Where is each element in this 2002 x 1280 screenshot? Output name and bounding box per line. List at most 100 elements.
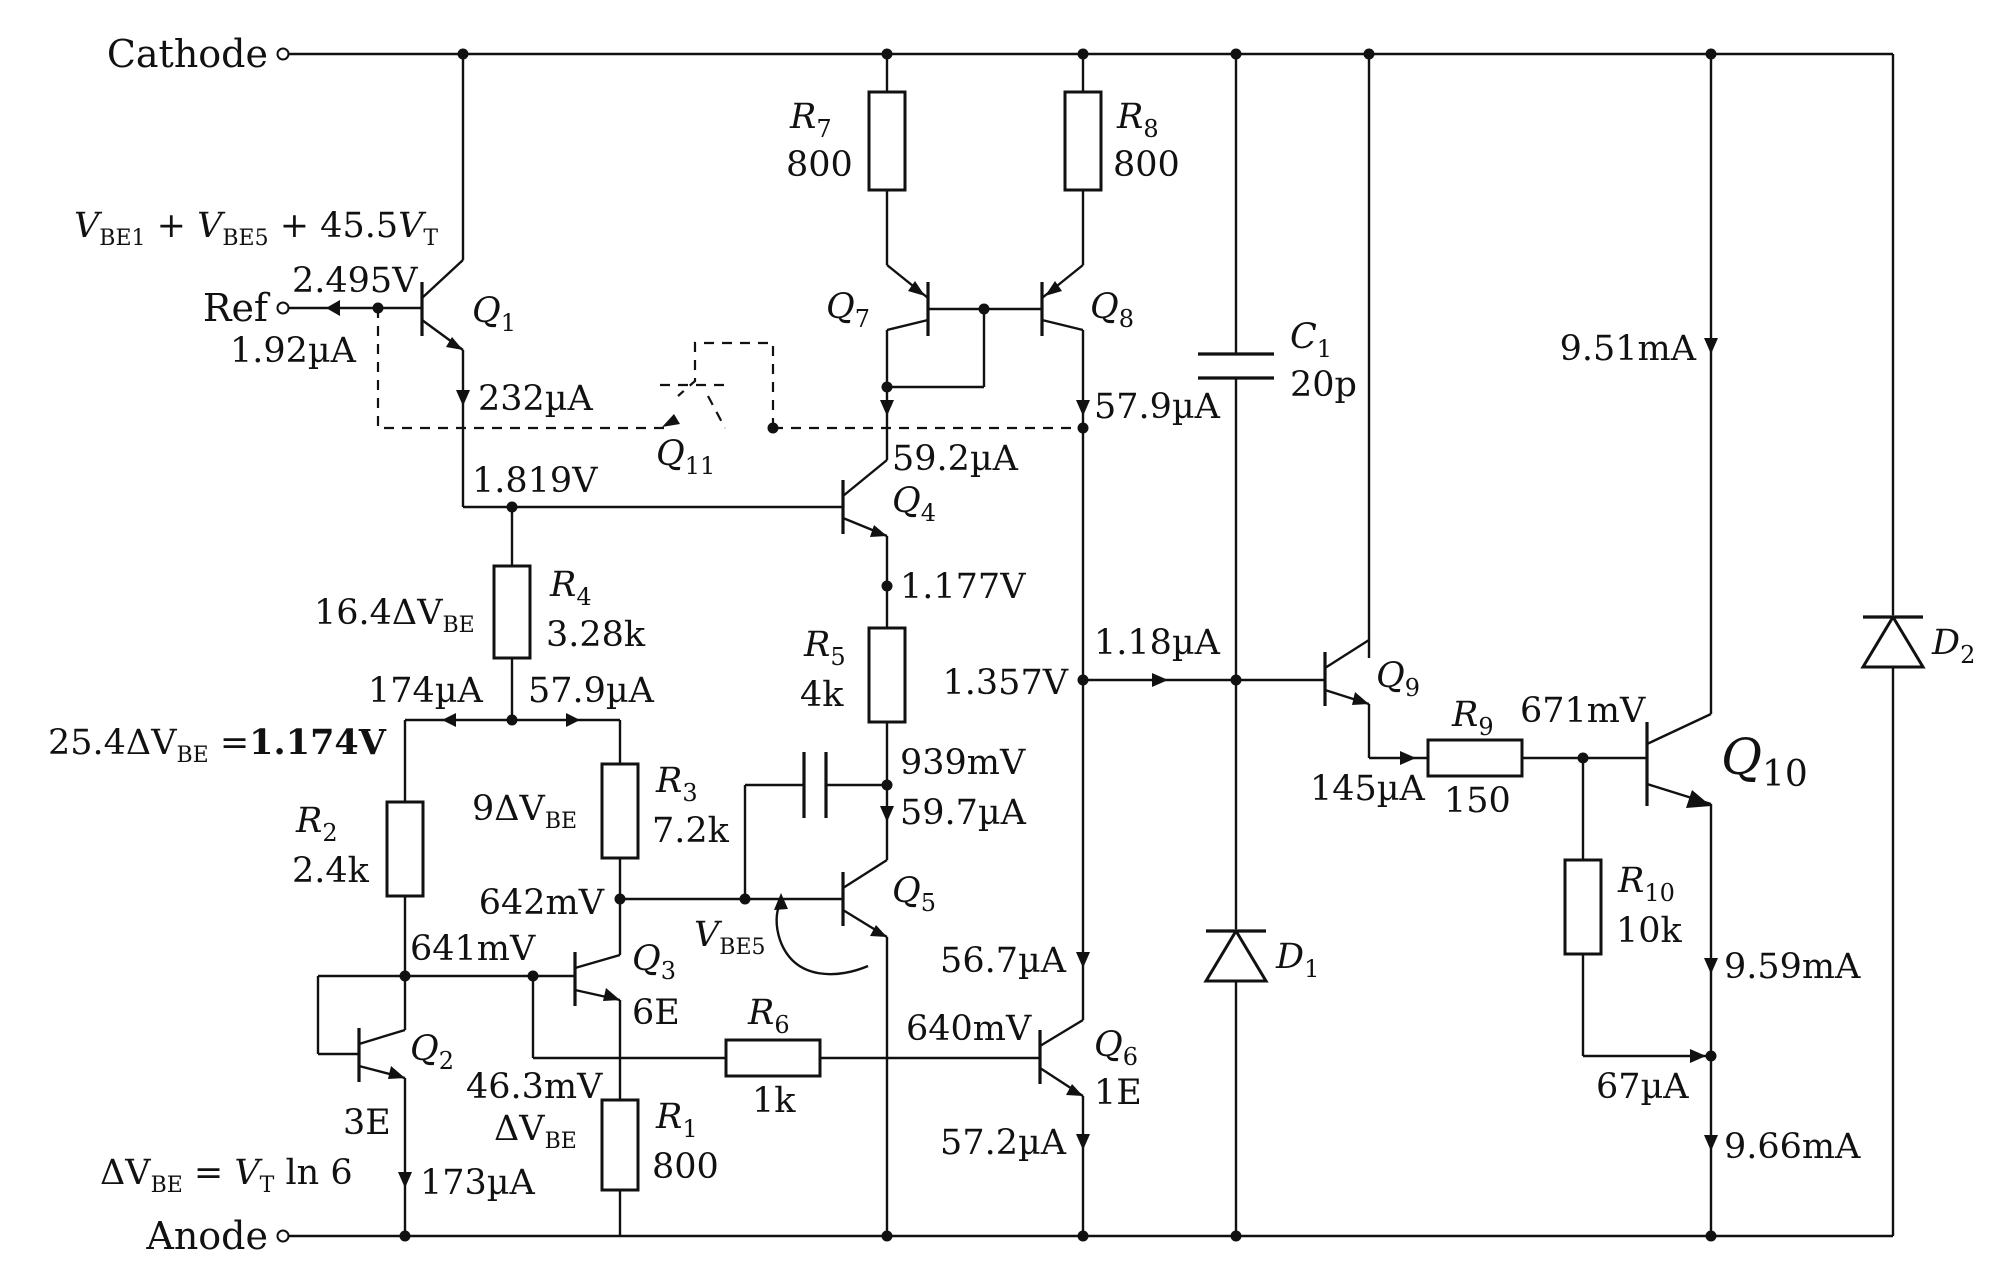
anode-current-arrow bbox=[1704, 1135, 1718, 1151]
q6-out-arrow bbox=[1076, 1134, 1090, 1150]
d1-label: D1 bbox=[1275, 937, 1319, 983]
q8-current: 57.9µA bbox=[1094, 387, 1221, 427]
r1-multiple: ΔVBE bbox=[494, 1109, 577, 1154]
q9-base-voltage: 1.357V bbox=[943, 663, 1069, 703]
r4-body bbox=[492, 564, 532, 660]
cathode-label: Cathode bbox=[107, 32, 268, 76]
r4-value: 3.28k bbox=[546, 615, 646, 655]
wires bbox=[287, 52, 1895, 1238]
transistor-q6 bbox=[1038, 1018, 1084, 1098]
r3-multiple: 9ΔVBE bbox=[472, 789, 577, 834]
q4-emitter-voltage: 1.177V bbox=[900, 567, 1026, 607]
anode-terminal bbox=[276, 1229, 290, 1243]
q6-base-voltage: 640mV bbox=[906, 1009, 1032, 1049]
capacitor-miller bbox=[802, 752, 828, 818]
resistor-bodies bbox=[385, 90, 1603, 1192]
q2-current-arrow bbox=[398, 1172, 412, 1188]
r9-value: 150 bbox=[1444, 781, 1511, 821]
labels: Cathode Ref Anode VBE1 + VBE5 + 45.5VT 2… bbox=[48, 32, 1975, 1258]
q3-base-voltage: 641mV bbox=[410, 929, 536, 969]
q3-emitter-area: 6E bbox=[632, 993, 680, 1033]
d2-label: D2 bbox=[1931, 623, 1975, 669]
cathode-terminal bbox=[276, 47, 290, 61]
dvbe-expression: ΔVBE = VT ln 6 bbox=[100, 1153, 353, 1198]
transistor-q10 bbox=[1645, 712, 1712, 808]
q6-in-current: 56.7µA bbox=[940, 941, 1067, 981]
q5-base-voltage: 642mV bbox=[479, 883, 605, 923]
r3-body bbox=[600, 762, 640, 860]
r2-multiple: 25.4ΔVBE =1.174V bbox=[48, 722, 387, 768]
q9-emitter-arrow bbox=[1400, 751, 1416, 765]
ref-terminal bbox=[276, 301, 290, 315]
r10-current-arrow bbox=[1690, 1049, 1706, 1063]
q1-label: Q1 bbox=[472, 291, 516, 337]
q6-in-arrow bbox=[1076, 952, 1090, 968]
q1-current: 232µA bbox=[478, 379, 594, 419]
q6-emitter-area: 1E bbox=[1094, 1073, 1142, 1113]
c1-label: C1 bbox=[1290, 317, 1332, 363]
transistor-q3 bbox=[573, 952, 621, 1006]
r10-current: 67µA bbox=[1596, 1067, 1689, 1107]
r2-label: R2 bbox=[295, 801, 338, 847]
q2-emitter-area: 3E bbox=[343, 1103, 391, 1143]
q11-dashed-network bbox=[376, 308, 1083, 430]
r3-current: 57.9µA bbox=[528, 671, 655, 711]
q2-current: 173µA bbox=[420, 1163, 536, 1203]
q10-in-arrow bbox=[1704, 338, 1718, 354]
junction-dots bbox=[372, 48, 1717, 1242]
q2-emitter-voltage: 46.3mV bbox=[466, 1067, 603, 1107]
r5-bottom-voltage: 939mV bbox=[900, 743, 1026, 783]
r9-body bbox=[1426, 738, 1524, 778]
q6-out-current: 57.2µA bbox=[940, 1123, 1067, 1163]
r5-value: 4k bbox=[800, 675, 844, 715]
q4-label: Q4 bbox=[892, 481, 936, 527]
transistor-q5 bbox=[841, 858, 888, 939]
q9-base-current: 1.18µA bbox=[1094, 623, 1221, 663]
r6-value: 1k bbox=[752, 1081, 796, 1121]
r1-body bbox=[600, 1098, 640, 1192]
ref-current: 1.92µA bbox=[230, 331, 357, 371]
r4-multiple: 16.4ΔVBE bbox=[314, 593, 475, 638]
q1-emitter-voltage: 1.819V bbox=[472, 461, 598, 501]
r2-value: 2.4k bbox=[292, 851, 370, 891]
q10-out-arrow bbox=[1704, 958, 1718, 974]
anode-label: Anode bbox=[145, 1214, 268, 1258]
r2-current-arrow bbox=[442, 713, 456, 727]
r6-body bbox=[724, 1038, 822, 1078]
r2-body bbox=[385, 800, 425, 898]
q10-in-current: 9.51mA bbox=[1560, 329, 1697, 369]
q1-current-arrow bbox=[456, 390, 470, 406]
q3-label: Q3 bbox=[632, 939, 676, 985]
q5-label: Q5 bbox=[892, 871, 936, 917]
q5-current: 59.7µA bbox=[900, 793, 1027, 833]
diode-d2 bbox=[1860, 614, 1926, 669]
transistor-q9 bbox=[1323, 638, 1370, 706]
ref-expression: VBE1 + VBE5 + 45.5VT bbox=[74, 206, 438, 251]
r8-body bbox=[1063, 90, 1103, 192]
r8-value: 800 bbox=[1113, 145, 1180, 185]
r5-label: R5 bbox=[803, 625, 846, 671]
r6-label: R6 bbox=[747, 993, 790, 1039]
q11-dash-left bbox=[376, 308, 670, 430]
q11-dash-emitter bbox=[707, 395, 726, 429]
vbe5-label: VBE5 bbox=[694, 915, 766, 960]
c1-value: 20p bbox=[1290, 365, 1357, 405]
r7-body bbox=[867, 90, 907, 192]
r7-label: R7 bbox=[789, 97, 832, 143]
q8-label: Q8 bbox=[1090, 287, 1134, 333]
anode-current: 9.66mA bbox=[1724, 1127, 1861, 1167]
q5-current-arrow bbox=[880, 806, 894, 822]
q11-emitter-arrow bbox=[662, 414, 680, 427]
q10-out-current: 9.59mA bbox=[1724, 947, 1861, 987]
transistor-q1 bbox=[420, 259, 464, 351]
q6-label: Q6 bbox=[1094, 1025, 1138, 1071]
r1-label: R1 bbox=[655, 1097, 698, 1143]
transistor-q7 bbox=[886, 264, 930, 336]
vbe5-annotation-arrow bbox=[774, 893, 869, 976]
current-arrows bbox=[326, 300, 1718, 1188]
q10-base-voltage: 671mV bbox=[1520, 691, 1646, 731]
transistor-q4 bbox=[841, 459, 888, 538]
q9-label: Q9 bbox=[1376, 656, 1420, 702]
r5-body bbox=[867, 626, 907, 724]
